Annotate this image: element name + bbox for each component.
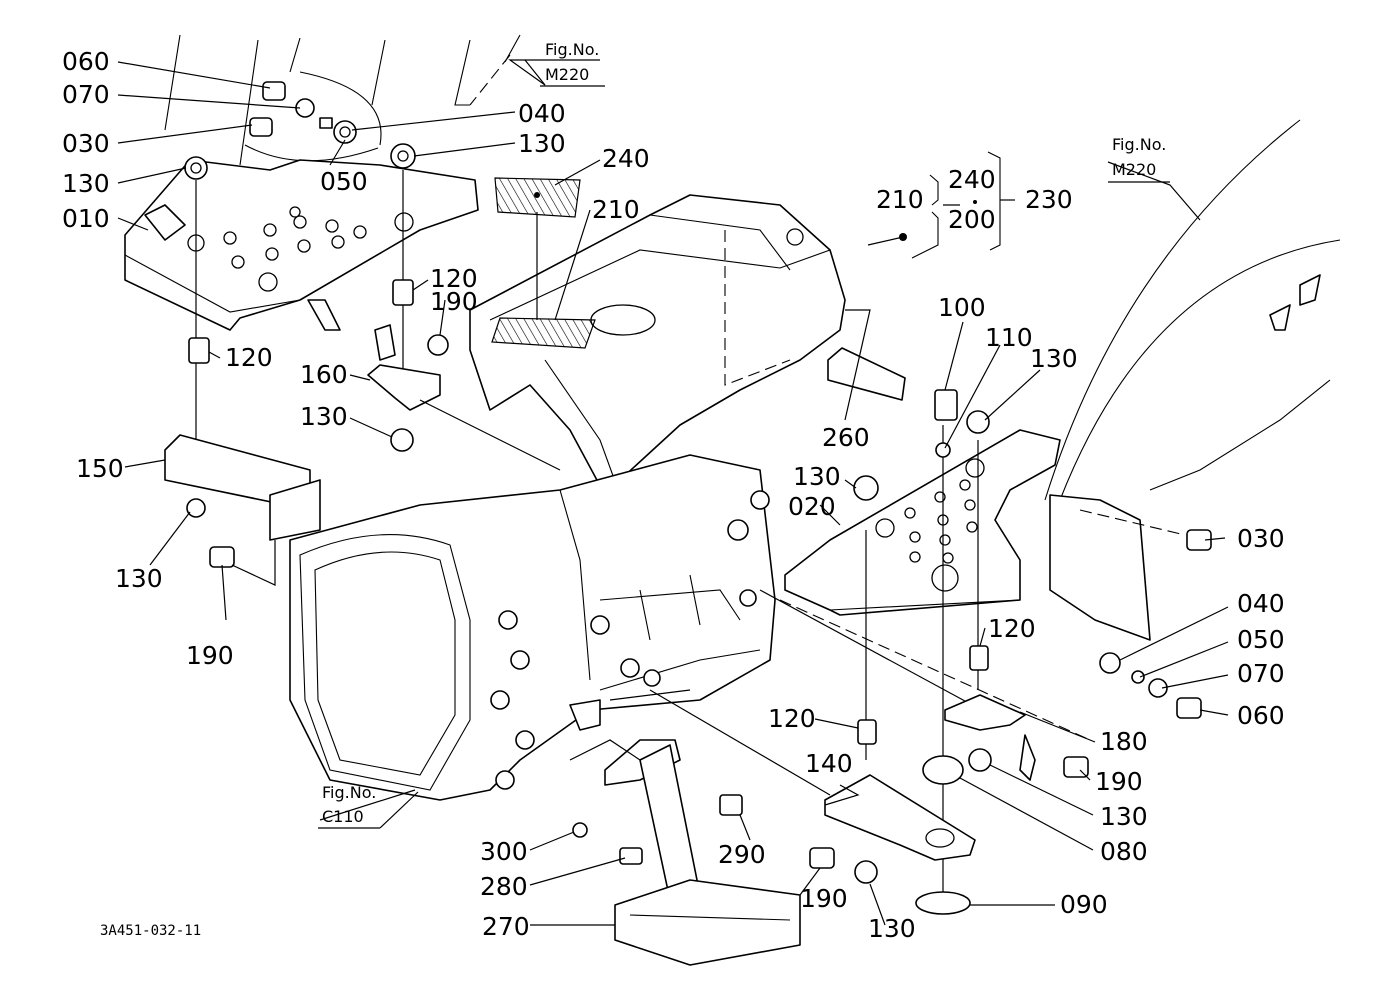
callout-090: 090 xyxy=(1060,890,1108,919)
callout-240-top: 240 xyxy=(602,144,650,173)
transmission-housing xyxy=(289,399,1001,801)
bracket-140 xyxy=(809,774,976,869)
callout-130-top-mid: 130 xyxy=(518,129,566,158)
callout-120-d: 120 xyxy=(768,704,816,733)
step-plate-010 xyxy=(124,159,479,331)
callout-050-right: 050 xyxy=(1237,625,1285,654)
callout-260: 260 xyxy=(822,423,870,452)
callout-030-right: 030 xyxy=(1237,524,1285,553)
callout-130-e: 130 xyxy=(1030,344,1078,373)
callout-180: 180 xyxy=(1100,727,1148,756)
step-270 xyxy=(569,739,801,966)
callout-050-top: 050 xyxy=(320,167,368,196)
figref-bottom-line2: C110 xyxy=(322,807,364,826)
callout-010: 010 xyxy=(62,204,110,233)
step-150 xyxy=(164,428,414,568)
callout-070-top: 070 xyxy=(62,80,110,109)
callout-130-f: 130 xyxy=(793,462,841,491)
callout-070-right: 070 xyxy=(1237,659,1285,688)
callout-130-top-left: 130 xyxy=(62,169,110,198)
callout-190-a: 190 xyxy=(430,287,478,316)
leader-lines xyxy=(117,59,1229,926)
figure-references: Fig.No. M220 Fig.No. M220 Fig.No. C110 xyxy=(318,40,1170,829)
upper-left-hardware xyxy=(184,81,416,440)
callout-100: 100 xyxy=(938,293,986,322)
figref-right-line2: M220 xyxy=(1112,160,1156,179)
callout-120-b: 120 xyxy=(225,343,273,372)
callout-210-kit: 210 xyxy=(876,185,924,214)
callout-290: 290 xyxy=(718,840,766,869)
bracket-160 xyxy=(367,324,449,411)
bracket-180 xyxy=(944,694,1089,781)
kit-bracket xyxy=(867,151,1015,259)
callout-030-top: 030 xyxy=(62,129,110,158)
right-fender xyxy=(779,119,1341,741)
callout-190-b: 190 xyxy=(186,641,234,670)
figref-right-line1: Fig.No. xyxy=(1112,135,1166,154)
callout-280: 280 xyxy=(480,872,528,901)
callout-240-kit: 240 xyxy=(948,165,996,194)
rubber-260 xyxy=(827,347,906,401)
callout-120-a: 120 xyxy=(430,264,478,293)
callout-190-c: 190 xyxy=(1095,767,1143,796)
callout-130-g: 130 xyxy=(1100,802,1148,831)
callout-160: 160 xyxy=(300,360,348,389)
bolt-120-upper xyxy=(188,279,414,364)
callout-200-kit: 200 xyxy=(948,205,996,234)
callout-040-top: 040 xyxy=(518,99,566,128)
callout-210-top: 210 xyxy=(592,195,640,224)
figref-bottom-line1: Fig.No. xyxy=(322,783,376,802)
callout-110: 110 xyxy=(985,323,1033,352)
callout-230-kit: 230 xyxy=(1025,185,1073,214)
callout-080: 080 xyxy=(1100,837,1148,866)
right-hardware xyxy=(853,389,992,915)
callout-060-right: 060 xyxy=(1237,701,1285,730)
step-plate-020 xyxy=(784,425,1061,900)
figref-top-line2: M220 xyxy=(545,65,589,84)
callout-130-d: 130 xyxy=(115,564,163,593)
callout-150: 150 xyxy=(76,454,124,483)
callout-060-top: 060 xyxy=(62,47,110,76)
callout-130-h: 130 xyxy=(868,914,916,943)
callout-140: 140 xyxy=(805,749,853,778)
upper-fender-outline xyxy=(164,34,521,166)
decal-240 xyxy=(494,177,581,320)
callout-120-c: 120 xyxy=(988,614,1036,643)
callout-300: 300 xyxy=(480,837,528,866)
center-cover xyxy=(469,194,846,496)
figref-top-line1: Fig.No. xyxy=(545,40,599,59)
diagram-code: 3A451-032-11 xyxy=(100,923,201,939)
callout-190-d: 190 xyxy=(800,884,848,913)
callout-labels: 060 070 030 130 010 040 130 050 240 210 … xyxy=(62,47,1285,943)
callout-270: 270 xyxy=(482,912,530,941)
callout-020: 020 xyxy=(788,492,836,521)
callout-130-c: 130 xyxy=(300,402,348,431)
callout-040-right: 040 xyxy=(1237,589,1285,618)
